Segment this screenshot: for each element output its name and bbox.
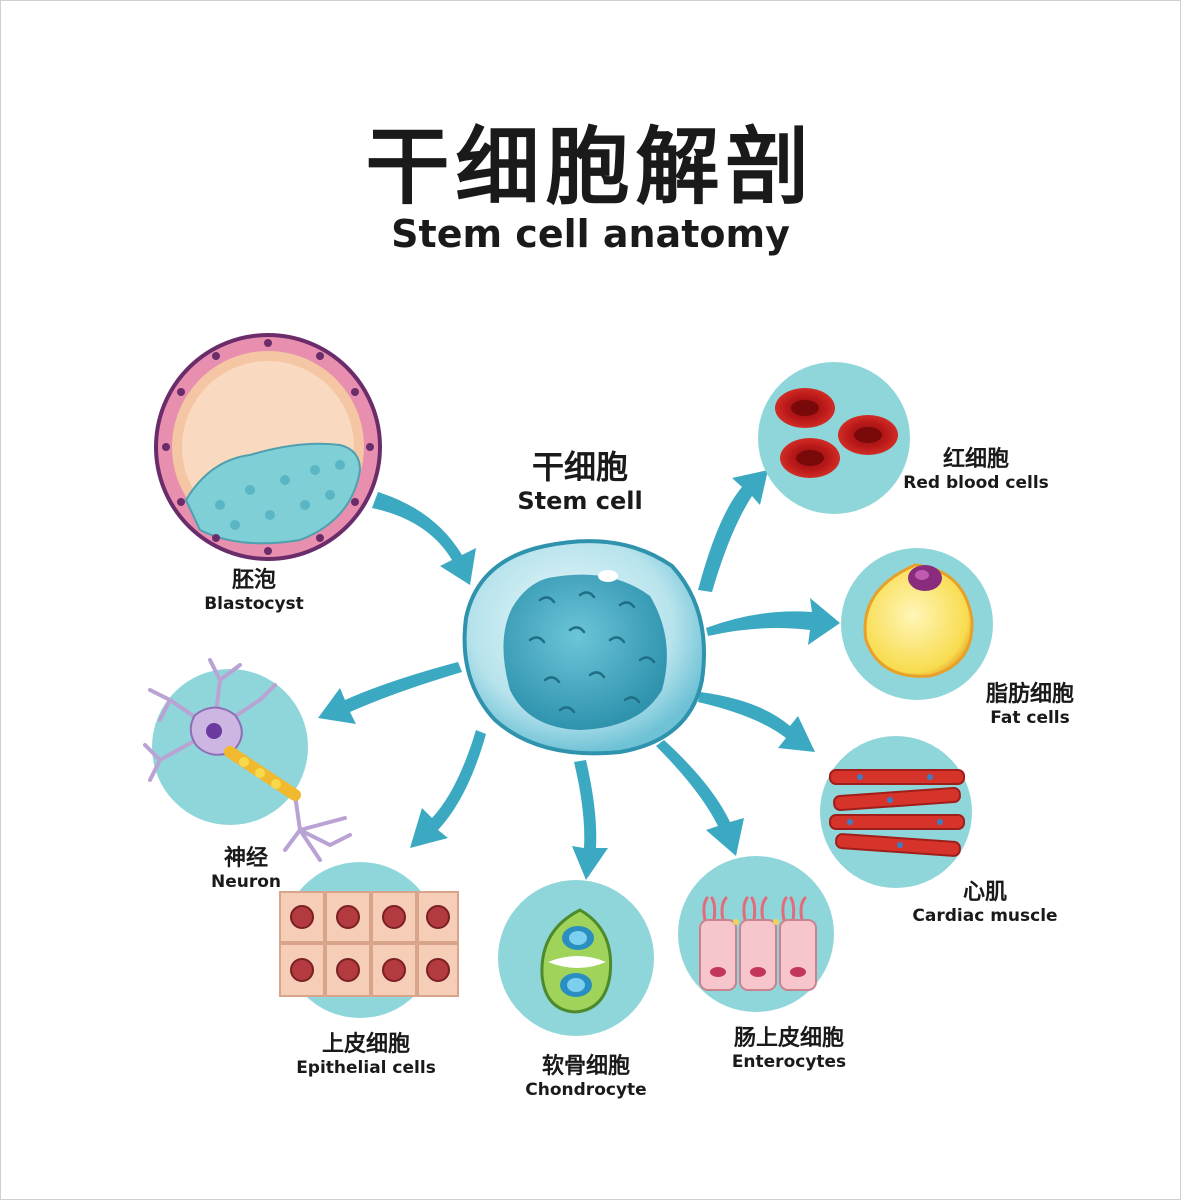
stem-cell-label: 干细胞 Stem cell	[480, 448, 680, 516]
arrow-stem-to-red-blood	[698, 470, 768, 592]
fat-cells-label-zh: 脂肪细胞	[985, 682, 1074, 707]
fat-cells-label: 脂肪细胞 Fat cells	[960, 682, 1100, 729]
page-title: 干细胞解剖	[365, 118, 816, 216]
chondrocyte-label-en: Chondrocyte	[525, 1080, 647, 1100]
epithelial-cells-label-en: Epithelial cells	[296, 1058, 436, 1078]
fat-cells-label-en: Fat cells	[990, 708, 1070, 728]
arrow-blastocyst-to-stem	[372, 492, 476, 585]
red-blood-cells-label-en: Red blood cells	[903, 473, 1049, 493]
arrow-stem-to-cardiac	[698, 692, 815, 752]
arrow-stem-to-epithelial	[410, 730, 486, 848]
enterocytes-label-zh: 肠上皮细胞	[733, 1026, 844, 1051]
arrow-stem-to-neuron	[318, 662, 462, 724]
enterocytes-label-en: Enterocytes	[731, 1052, 847, 1072]
stem-cell-illustration	[462, 539, 706, 756]
epithelial-cells-label-zh: 上皮细胞	[321, 1032, 410, 1057]
chondrocyte-illustration	[498, 880, 654, 1036]
enterocytes-label: 肠上皮细胞 Enterocytes	[706, 1026, 872, 1073]
neuron-illustration	[143, 658, 352, 862]
cardiac-muscle-label: 心肌 Cardiac muscle	[900, 880, 1070, 927]
enterocytes-illustration	[678, 856, 834, 1012]
cardiac-muscle-illustration	[820, 736, 972, 888]
blastocyst-label-zh: 胚泡	[231, 568, 276, 593]
arrow-stem-to-enterocytes	[656, 740, 744, 856]
neuron-label-en: Neuron	[210, 872, 282, 892]
cardiac-muscle-label-en: Cardiac muscle	[912, 906, 1058, 926]
arrow-stem-to-chondrocyte	[572, 760, 608, 880]
stem-cell-label-zh: 干细胞	[531, 448, 628, 486]
epithelial-cells-label: 上皮细胞 Epithelial cells	[286, 1032, 446, 1079]
fat-cells-illustration	[841, 548, 993, 700]
blastocyst-label-en: Blastocyst	[204, 594, 304, 614]
neuron-label-zh: 神经	[223, 846, 268, 871]
epithelial-cells-illustration	[279, 862, 459, 1018]
stem-cell-label-en: Stem cell	[517, 487, 643, 515]
arrows	[318, 470, 840, 880]
chondrocyte-label-zh: 软骨细胞	[541, 1054, 630, 1079]
blastocyst-label: 胚泡 Blastocyst	[184, 568, 324, 615]
neuron-label: 神经 Neuron	[196, 846, 296, 893]
chondrocyte-label: 软骨细胞 Chondrocyte	[506, 1054, 666, 1101]
cardiac-muscle-label-zh: 心肌	[962, 880, 1007, 905]
blastocyst-illustration	[154, 333, 382, 561]
red-blood-cells-label: 红细胞 Red blood cells	[896, 447, 1056, 494]
red-blood-cells-label-zh: 红细胞	[942, 447, 1009, 472]
red-blood-cells-illustration	[758, 362, 910, 514]
page-subtitle: Stem cell anatomy	[391, 212, 790, 256]
arrow-stem-to-fat	[706, 598, 840, 645]
